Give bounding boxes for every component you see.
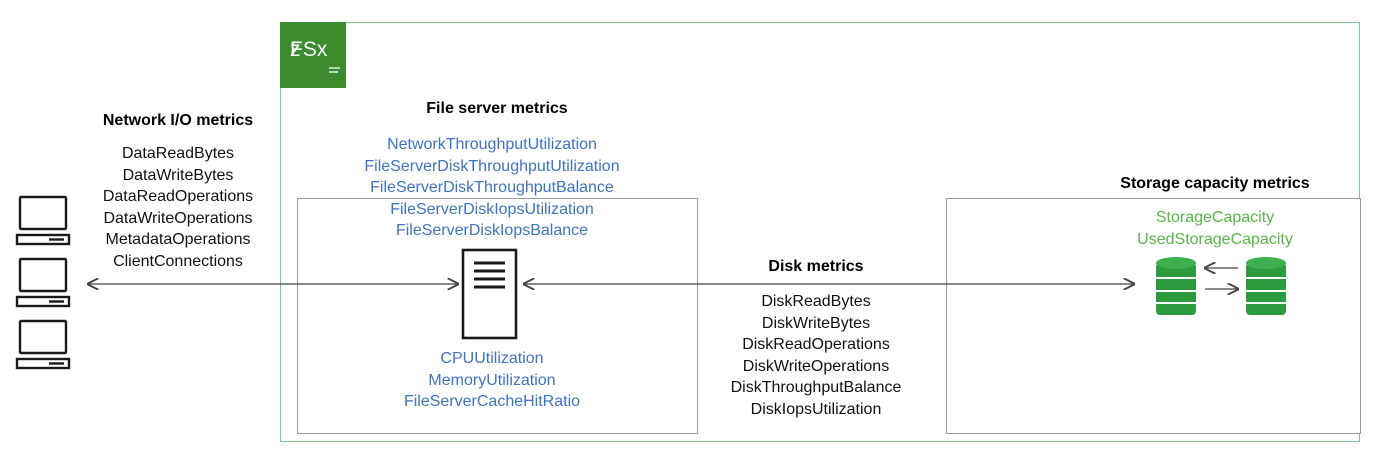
network-metric: DataReadBytes <box>121 145 235 162</box>
disk-metric: DiskReadOperations <box>742 336 890 353</box>
file-server-metric: FileServerDiskIopsUtilization <box>390 200 594 218</box>
disk-metrics-heading: Disk metrics <box>768 258 864 275</box>
network-metrics-heading: Network I/O metrics <box>102 112 254 129</box>
file-server-bottom-metrics: CPUUtilization MemoryUtilization FileSer… <box>347 348 637 413</box>
fsx-logo-sub: z <box>290 38 301 61</box>
file-server-metric: CPUUtilization <box>440 350 544 367</box>
network-metric: DataWriteOperations <box>103 209 253 227</box>
client-computer-icon <box>15 257 71 308</box>
file-server-icon <box>461 248 518 340</box>
file-server-metric: NetworkThroughputUtilization <box>387 136 597 153</box>
file-server-metric: FileServerDiskThroughputUtilization <box>364 157 620 175</box>
disk-metric: DiskReadBytes <box>761 293 871 310</box>
storage-metrics-heading: Storage capacity metrics <box>1120 175 1310 192</box>
disk-metric: DiskWriteBytes <box>761 314 871 332</box>
file-server-metric: MemoryUtilization <box>428 371 556 389</box>
disk-metrics-list: DiskReadBytes DiskWriteBytes DiskReadOpe… <box>706 291 926 420</box>
file-server-top-metrics: NetworkThroughputUtilization FileServerD… <box>322 134 662 242</box>
client-computer-icon <box>15 195 71 246</box>
file-server-metric: FileServerDiskIopsBalance <box>395 222 589 239</box>
file-server-metrics-heading: File server metrics <box>426 100 568 117</box>
network-metric: ClientConnections <box>113 252 243 270</box>
client-computer-icon <box>15 319 71 370</box>
database-icon <box>1156 257 1196 315</box>
network-metric: DataWriteBytes <box>122 166 234 184</box>
file-server-metric: FileServerCacheHitRatio <box>403 393 581 410</box>
network-metric: DataReadOperations <box>102 188 254 205</box>
storage-metric: StorageCapacity <box>1155 209 1275 226</box>
disk-metric: DiskIopsUtilization <box>750 400 882 418</box>
storage-metric: UsedStorageCapacity <box>1137 230 1293 248</box>
database-icon <box>1246 257 1286 315</box>
file-server-metric: FileServerDiskThroughputBalance <box>370 179 614 196</box>
network-metrics-list: DataReadBytes DataWriteBytes DataReadOpe… <box>78 143 278 272</box>
fsx-logo-text: FSx <box>290 38 328 61</box>
disk-metric: DiskWriteOperations <box>742 357 890 375</box>
fsx-logo: FSx z <box>280 22 346 88</box>
storage-metrics-list: StorageCapacity UsedStorageCapacity <box>1105 207 1325 250</box>
logo-lines-icon <box>329 67 340 73</box>
network-metric: MetadataOperations <box>105 231 251 248</box>
disk-metric: DiskThroughputBalance <box>730 379 902 396</box>
storage-box <box>946 198 1361 434</box>
